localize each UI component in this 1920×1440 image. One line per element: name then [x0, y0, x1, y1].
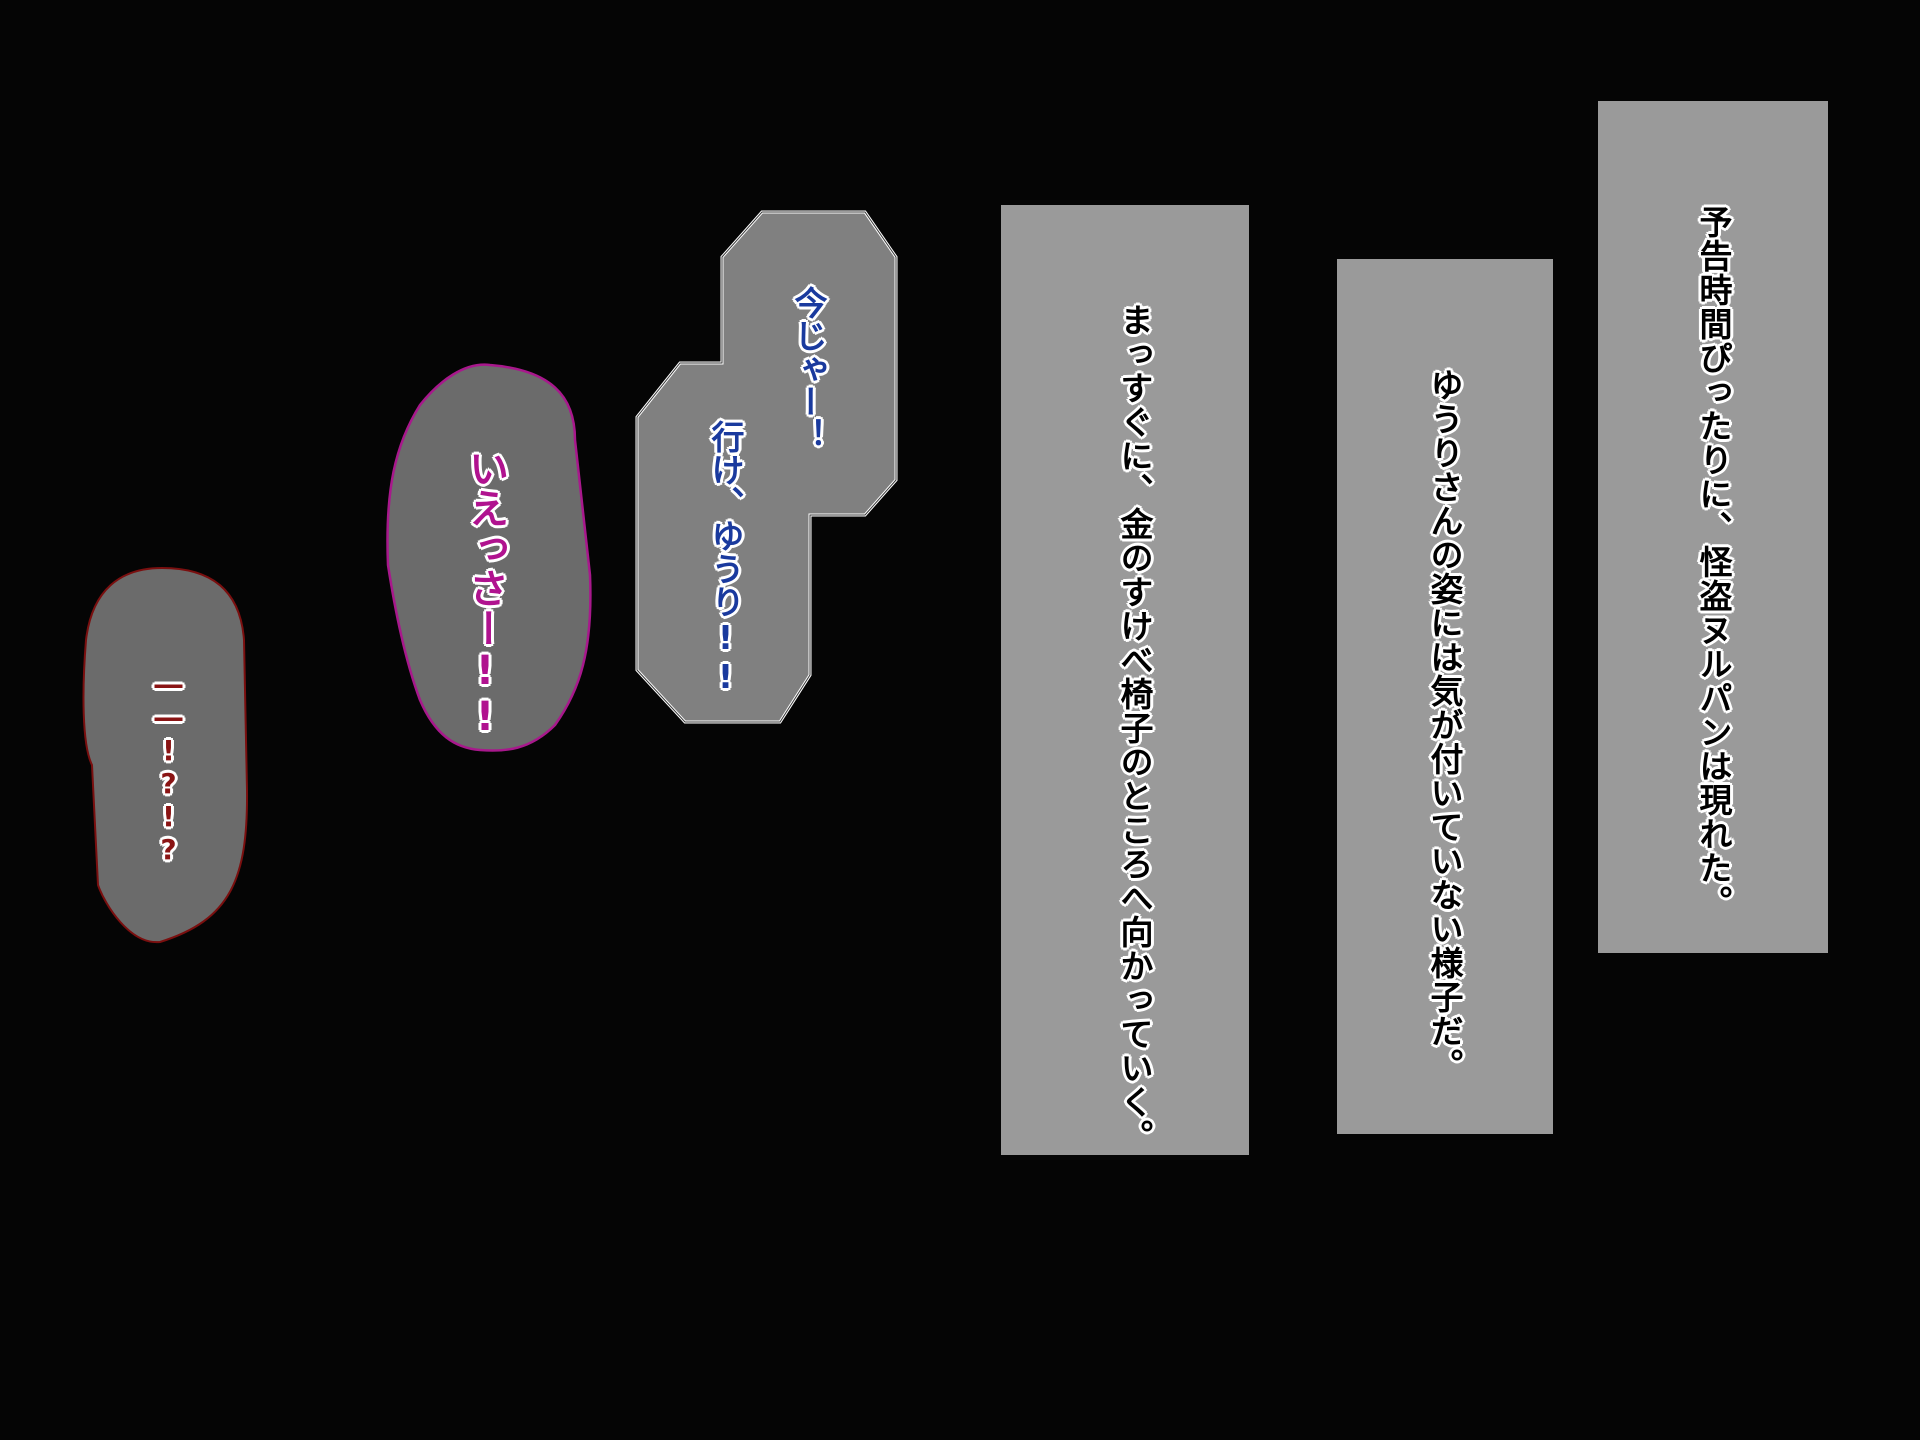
narration-text-3: まっすぐに、金のすけべ椅子のところへ向かっていく。 [1115, 303, 1154, 1153]
narration-box-2 [1337, 259, 1553, 1134]
narration-text-2: ゆうりさんの姿には気が付いていない様子だ。 [1425, 368, 1464, 1082]
bubble-text-magenta: いえっさー!! [462, 448, 508, 740]
bubble-text-blue-bottom: 行け、ゆうり!! [706, 420, 745, 696]
bubble-text-red: ――!?!? [152, 668, 185, 866]
narration-box-3 [1001, 205, 1249, 1155]
narration-box-1 [1598, 101, 1828, 953]
blue-speech-bubble [635, 210, 898, 724]
magenta-speech-bubble [386, 363, 592, 752]
narration-text-1: 予告時間ぴったりに、怪盗ヌルパンは現れた。 [1694, 205, 1733, 919]
bubble-text-blue-top: 今じゃー！ [789, 286, 828, 451]
red-speech-bubble [82, 566, 249, 944]
